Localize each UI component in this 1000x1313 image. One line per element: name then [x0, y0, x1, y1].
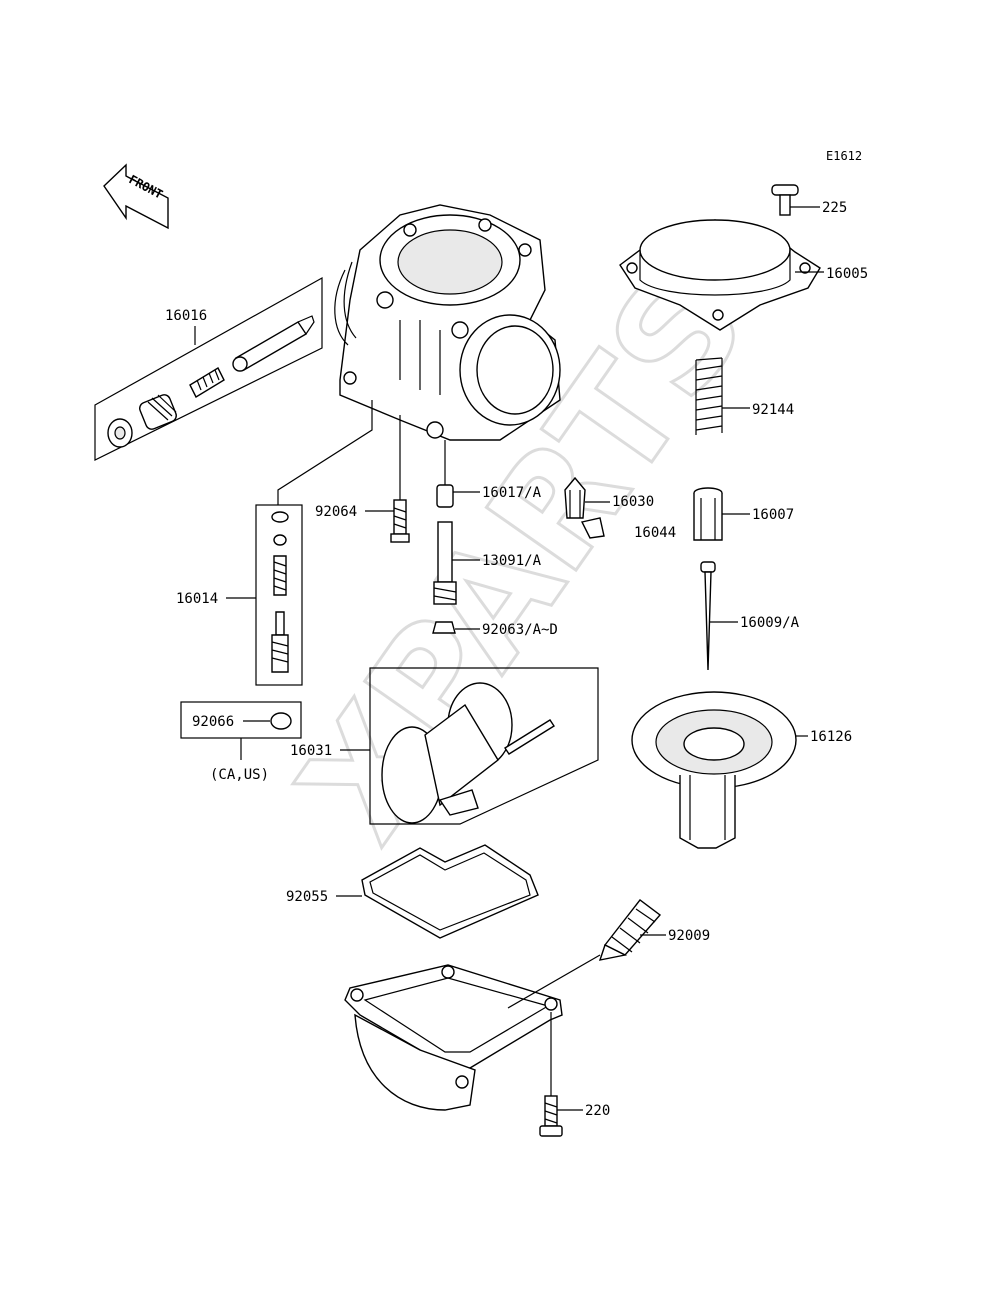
drain-screw-92009	[598, 899, 662, 961]
needle-jet-13091	[433, 521, 457, 605]
label-92063: 92063/A~D	[482, 622, 558, 638]
region-note: (CA,US)	[210, 767, 269, 783]
jet-needle-16009	[700, 561, 716, 671]
kit-16016	[94, 276, 323, 461]
gasket-92055	[361, 844, 539, 939]
label-16044: 16044	[634, 525, 676, 541]
label-225: 225	[822, 200, 847, 216]
label-16126: 16126	[810, 729, 852, 745]
label-92064: 92064	[315, 504, 357, 520]
label-16031: 16031	[290, 743, 332, 759]
label-92144: 92144	[752, 402, 794, 418]
pilot-jet-92064	[390, 499, 410, 543]
clip-16044	[580, 517, 605, 539]
diaphragm-16126	[631, 691, 797, 849]
label-92009: 92009	[668, 928, 710, 944]
label-16016: 16016	[165, 308, 207, 324]
kit-16014-frame	[255, 504, 303, 686]
spring-92144	[695, 357, 723, 435]
float-16031	[381, 682, 555, 824]
jet-holder-16017	[436, 484, 454, 508]
label-92066: 92066	[192, 714, 234, 730]
label-16005: 16005	[826, 266, 868, 282]
diagram-code: E1612	[826, 149, 862, 163]
label-16007: 16007	[752, 507, 794, 523]
float-bowl	[344, 964, 563, 1111]
label-16030: 16030	[612, 494, 654, 510]
holder-16007	[693, 487, 723, 541]
float-valve-16030	[564, 476, 586, 519]
label-92055: 92055	[286, 889, 328, 905]
float-frame	[369, 667, 599, 825]
top-cover-16005	[619, 219, 821, 331]
front-arrow-icon: FRONT	[103, 163, 169, 230]
main-jet-92063	[432, 621, 456, 634]
label-13091: 13091/A	[482, 553, 542, 569]
carburetor-body	[334, 204, 561, 441]
plug-92066	[270, 712, 292, 730]
label-16009: 16009/A	[740, 615, 800, 631]
label-220: 220	[585, 1103, 610, 1119]
kit-16014	[271, 511, 289, 673]
screw-220	[539, 1095, 563, 1137]
label-16017: 16017/A	[482, 485, 542, 501]
label-16014: 16014	[176, 591, 218, 607]
screw-225	[771, 184, 799, 216]
